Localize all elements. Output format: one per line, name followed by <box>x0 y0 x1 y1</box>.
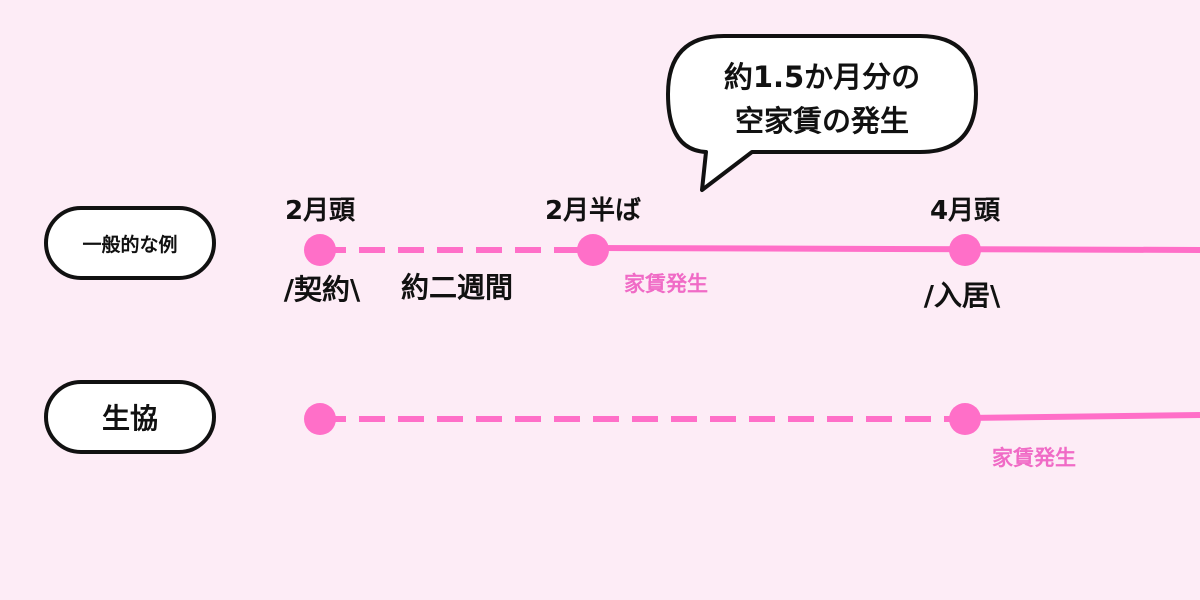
row-label-general: 一般的な例 <box>44 206 216 280</box>
general-point-contract <box>304 234 336 266</box>
coop-rent-period-line <box>964 412 1200 421</box>
speech-bubble-line-1: 約1.5か月分の <box>723 60 921 94</box>
speech-bubble-line-2: 空家賃の発生 <box>734 103 909 138</box>
general-top-label-feb-early: 2月頭 <box>284 196 356 226</box>
general-bottom-label-rent-start: 家賃発生 <box>624 272 708 296</box>
general-bottom-label-contract: /契約\ <box>283 273 361 306</box>
general-top-label-apr-early: 4月頭 <box>929 196 1001 226</box>
coop-point-contract <box>304 403 336 435</box>
general-point-rent-start <box>577 234 609 266</box>
general-segment-label-two-weeks: 約二週間 <box>400 271 514 304</box>
row-label-general-text: 一般的な例 <box>82 233 178 256</box>
row-label-coop: 生協 <box>44 380 216 454</box>
speech-bubble <box>666 34 978 192</box>
general-top-label-feb-mid: 2月半ば <box>544 196 642 226</box>
row-label-coop-text: 生協 <box>101 402 158 435</box>
general-point-move-in <box>949 234 981 266</box>
general-bottom-label-move-in: /入居\ <box>923 279 1001 312</box>
speech-bubble-text: 約1.5か月分の 空家賃の発生 <box>666 56 978 143</box>
coop-bottom-label-rent-start: 家賃発生 <box>992 446 1076 470</box>
coop-point-rent-start <box>949 403 981 435</box>
general-rent-period-line <box>592 245 1200 253</box>
